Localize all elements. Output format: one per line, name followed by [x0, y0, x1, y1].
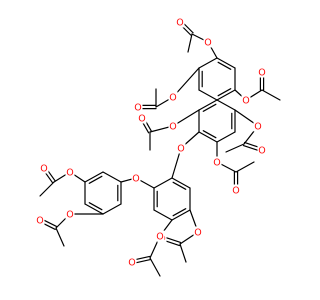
acetoxy-b-bottom-ester-oxygen: O: [213, 158, 220, 169]
oxygen-label-background: [35, 214, 45, 226]
acetoxy-b-left-carbonyl-oxygen: O: [138, 114, 145, 125]
oxygen-label-background: [131, 172, 141, 184]
acetoxy-top-carbonyl-oxygen: O: [176, 18, 183, 29]
ring-b-bond: [216, 99, 236, 111]
acetoxy-a-left-ester-oxygen: O: [169, 93, 176, 104]
ring-a-bond: [216, 57, 236, 69]
oxygen-label-background: [231, 184, 241, 196]
acetoxy-b-bottom-methyl: [235, 161, 255, 173]
acetoxy-d-bottom-methyl: [55, 227, 65, 247]
oxygen-label-background: [241, 94, 251, 106]
acetoxy-b-right-methyl: [225, 143, 245, 153]
oxygen-label-background: [168, 91, 178, 103]
ring-b-bond: [198, 99, 218, 111]
ring-d-bond: [84, 171, 104, 183]
ring-a-double-bond: [217, 88, 232, 97]
oxygen-label-background: [212, 156, 222, 168]
acetoxy-b-left-ester-oxygen: O: [169, 122, 176, 133]
ring-d-double-bond: [88, 175, 103, 184]
acetoxy-c-bottom-ester-oxygen: O: [156, 232, 163, 243]
oxygen-label-background: [175, 16, 185, 28]
acetoxy-top-ester-oxygen: O: [204, 38, 211, 49]
acetoxy-d-left-methyl: [39, 181, 55, 197]
acetoxy-b-bottom-carbonyl-oxygen: O: [232, 186, 239, 197]
acetoxy-a-right-ester-oxygen: O: [242, 96, 249, 107]
oxygen-label-background: [133, 101, 143, 113]
oxygen-label-background: [193, 226, 203, 238]
acetoxy-c-bottom-methyl: [149, 257, 161, 277]
ring-d-double-bond: [88, 202, 103, 211]
acetoxy-d-left-ester-oxygen: O: [66, 168, 73, 179]
ring-b-double-bond: [202, 103, 217, 112]
atom-label-layer: OOOOOOOOOOOOOOOOOOOOOO: [35, 16, 267, 269]
oxygen-label-background: [39, 162, 49, 174]
oxygen-label-background: [257, 66, 267, 78]
acetoxy-b-right-carbonyl-oxygen: O: [258, 146, 265, 157]
acetoxy-d-left-carbonyl-oxygen: O: [40, 164, 47, 175]
oxygen-label-background: [168, 120, 178, 132]
ring-c-bond: [171, 177, 191, 189]
ether-oxygen-lower: O: [132, 174, 139, 185]
ring-d-bond: [102, 203, 122, 215]
ring-c-bond: [153, 209, 173, 221]
oxygen-label-background: [65, 208, 75, 220]
ring-a-bond: [198, 57, 218, 69]
oxygen-label-background: [176, 142, 186, 154]
oxygen-label-background: [257, 144, 267, 156]
acetoxy-a-right-methyl: [261, 89, 281, 101]
ring-a-bond: [216, 89, 236, 101]
ring-b-bond: [216, 131, 236, 143]
chemical-structure-diagram: OOOOOOOOOOOOOOOOOOOOOO: [35, 16, 281, 277]
ring-d-bond: [84, 203, 104, 215]
oxygen-label-background: [155, 230, 165, 242]
ring-a-double-bond: [217, 61, 232, 70]
acetoxy-d-bottom-carbonyl-oxygen: O: [36, 216, 43, 227]
acetoxy-c-right-ester-oxygen: O: [194, 228, 201, 239]
ring-a-bond: [198, 89, 218, 101]
acetoxy-a-left-carbonyl-oxygen: O: [134, 103, 141, 114]
oxygen-label-background: [203, 36, 213, 48]
ring-b-double-bond: [202, 130, 217, 139]
oxygen-label-background: [137, 112, 147, 124]
acetoxy-a-right-carbonyl-oxygen: O: [258, 68, 265, 79]
acetoxy-d-bottom-ester-oxygen: O: [66, 210, 73, 221]
oxygen-label-background: [127, 256, 137, 268]
oxygen-label-background: [65, 166, 75, 178]
ring-c-bond: [171, 209, 191, 221]
acetoxy-c-right-methyl: [179, 243, 187, 263]
ring-b-bond: [198, 131, 218, 143]
ring-d-bond: [102, 171, 122, 183]
ring-c-double-bond: [172, 208, 187, 217]
oxygen-label-background: [253, 120, 263, 132]
ring-c-double-bond: [172, 181, 187, 190]
acetoxy-top-methyl: [187, 33, 193, 53]
acetoxy-b-right-ester-oxygen: O: [254, 122, 261, 133]
ether-oxygen-upper: O: [177, 144, 184, 155]
ring-c-bond: [153, 177, 173, 189]
acetoxy-c-bottom-carbonyl-oxygen: O: [128, 258, 135, 269]
